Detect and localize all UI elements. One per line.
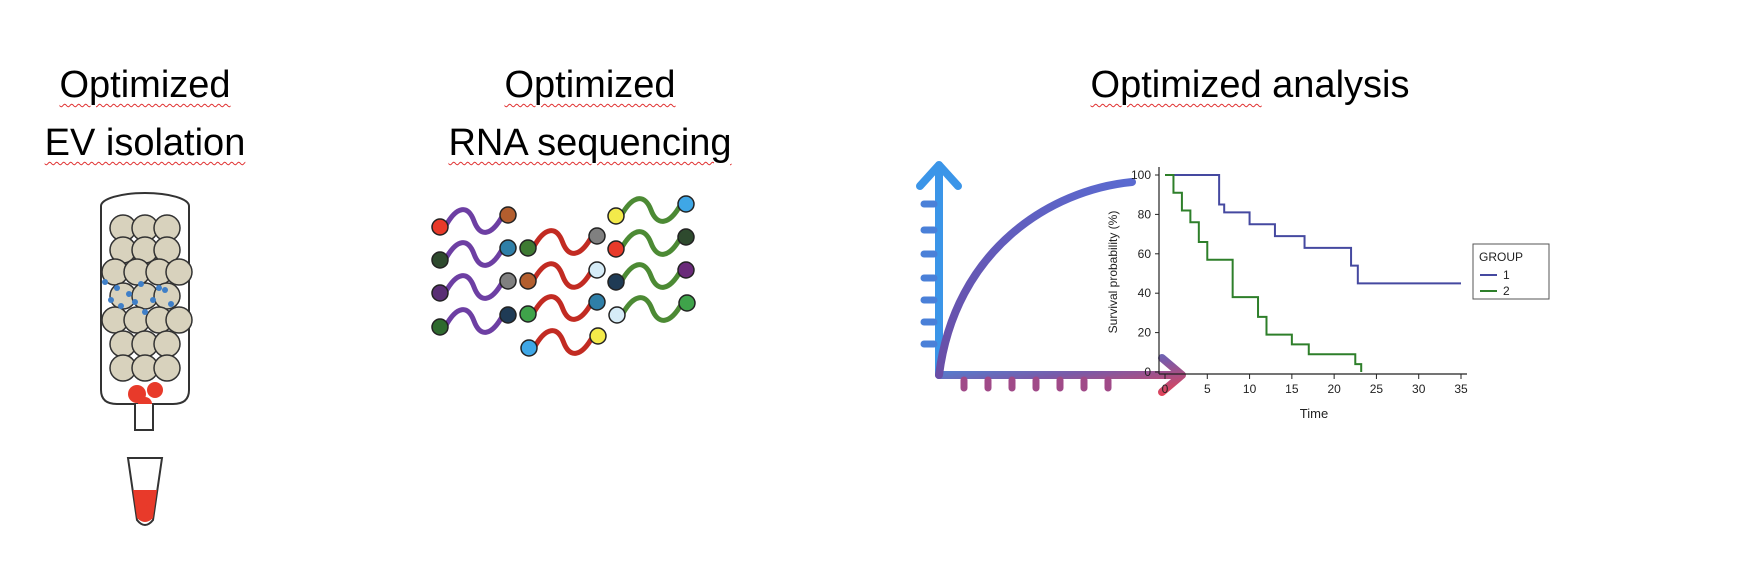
rna-strand xyxy=(618,196,684,224)
nucleotide-bead xyxy=(588,261,606,279)
nucleotide-bead xyxy=(499,239,517,257)
ev-dot xyxy=(168,301,174,307)
y-tick-label: 0 xyxy=(1144,365,1151,379)
rna-strand xyxy=(530,294,595,322)
x-axis-label: Time xyxy=(1300,406,1328,421)
legend-label-2: 2 xyxy=(1503,284,1510,298)
x-tick-label: 10 xyxy=(1243,382,1257,396)
nucleotide-bead xyxy=(431,251,449,269)
ev-dot xyxy=(102,279,108,285)
ev-dot xyxy=(162,287,168,293)
analysis-title-prefix: Optimized xyxy=(1090,64,1262,106)
x-tick-label: 0 xyxy=(1162,382,1169,396)
analysis-title: Optimized analysis xyxy=(1040,56,1460,114)
nucleotide-bead xyxy=(499,306,517,324)
ev-dot xyxy=(138,281,144,287)
rna-strand xyxy=(442,273,506,301)
ev-dot xyxy=(150,297,156,303)
chromatography-column-icon xyxy=(100,192,193,526)
nucleotide-bead xyxy=(607,273,625,291)
x-tick-label: 30 xyxy=(1412,382,1426,396)
y-axis-label: Survival probability (%) xyxy=(1106,211,1120,334)
ev-dot xyxy=(142,309,148,315)
ev-title-line2: EV isolation xyxy=(44,122,246,164)
ev-dot xyxy=(114,285,120,291)
legend-label-1: 1 xyxy=(1503,268,1510,282)
bead xyxy=(165,258,193,286)
rna-strand xyxy=(531,328,596,356)
nucleotide-bead xyxy=(499,206,517,224)
nucleotide-bead xyxy=(607,207,625,225)
nucleotide-bead xyxy=(431,318,449,336)
y-tick-label: 20 xyxy=(1138,326,1152,340)
rna-title-line1: Optimized xyxy=(504,64,676,106)
x-tick-label: 5 xyxy=(1204,382,1211,396)
ev-title-line1: Optimized xyxy=(59,64,231,106)
nucleotide-bead xyxy=(608,306,626,324)
survival-line-group-1 xyxy=(1165,174,1461,285)
nucleotide-bead xyxy=(519,239,537,257)
nucleotide-bead xyxy=(607,240,625,258)
x-tick-label: 35 xyxy=(1454,382,1468,396)
ev-dot xyxy=(108,297,114,303)
y-tick-label: 100 xyxy=(1131,168,1151,182)
growth-curve-icon xyxy=(916,161,1186,396)
rna-strand xyxy=(442,207,506,235)
ev-dot xyxy=(156,285,162,291)
rna-strand xyxy=(530,228,595,256)
chart-legend: GROUP 1 2 xyxy=(1472,243,1550,300)
rna-strand xyxy=(619,295,685,323)
rna-strand xyxy=(618,262,684,290)
nucleotide-bead xyxy=(588,293,606,311)
y-tick-label: 80 xyxy=(1138,207,1152,221)
x-tick-label: 20 xyxy=(1327,382,1341,396)
nucleotide-bead xyxy=(519,272,537,290)
y-tick-label: 40 xyxy=(1138,286,1152,300)
nucleotide-bead xyxy=(677,261,695,279)
nucleotide-bead xyxy=(431,218,449,236)
rna-strand xyxy=(442,240,506,268)
nucleotide-bead xyxy=(677,195,695,213)
rna-strand xyxy=(442,307,506,335)
nucleotide-bead xyxy=(499,272,517,290)
rna-strand xyxy=(618,229,684,257)
ev-dot xyxy=(126,291,132,297)
bead xyxy=(165,306,193,334)
ev-dot xyxy=(118,303,124,309)
survival-line-group-2 xyxy=(1165,174,1363,372)
nucleotide-bead xyxy=(678,294,696,312)
ev-isolation-title: Optimized EV isolation xyxy=(20,56,270,172)
rna-strands-icon xyxy=(431,195,696,357)
bead xyxy=(153,330,181,358)
nucleotide-bead xyxy=(520,339,538,357)
rna-title-line2: RNA sequencing xyxy=(448,122,732,164)
x-tick-label: 25 xyxy=(1370,382,1384,396)
nucleotide-bead xyxy=(519,305,537,323)
legend-title: GROUP xyxy=(1479,250,1523,264)
rna-sequencing-title: Optimized RNA sequencing xyxy=(420,56,760,172)
nucleotide-bead xyxy=(431,284,449,302)
nucleotide-bead xyxy=(677,228,695,246)
survival-chart: 0 20 40 60 80 100 0 5 10 15 20 25 30 35 Time Surviva… xyxy=(1106,167,1550,421)
nucleotide-bead xyxy=(589,327,607,345)
y-tick-label: 60 xyxy=(1138,247,1152,261)
collection-tube-icon xyxy=(126,457,164,526)
ev-dot xyxy=(132,299,138,305)
nucleotide-bead xyxy=(588,227,606,245)
rna-strand xyxy=(530,261,595,290)
bead xyxy=(153,354,181,382)
x-tick-label: 15 xyxy=(1285,382,1299,396)
analysis-title-suffix: analysis xyxy=(1261,64,1410,106)
